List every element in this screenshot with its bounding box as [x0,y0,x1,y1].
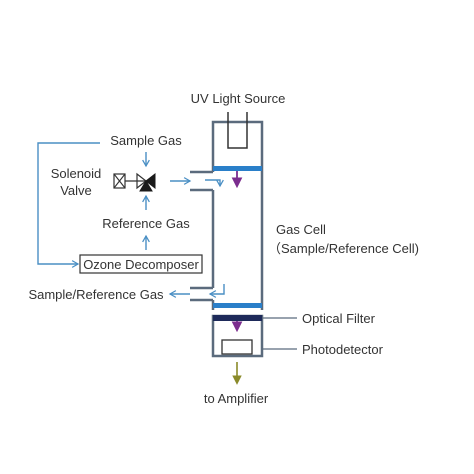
photodetector [221,339,253,355]
gas-cell: Gas Cell （Sample/Reference Cell) [211,162,419,310]
gas-outlet-port [190,284,225,302]
valve-label: Valve [60,183,92,198]
gas-supply: Sample Gas Solenoid Valve Reference Gas … [37,133,203,274]
photodetector-label: Photodetector [302,342,384,357]
to-amplifier-label: to Amplifier [204,391,269,406]
exhaust: Sample/Reference Gas [28,287,190,302]
uv-light-source: UV Light Source [191,91,286,162]
solenoid-valve-icon [113,172,156,192]
top-cell-window [213,166,262,171]
outlet-flow-arrow [208,284,225,298]
reference-gas-label: Reference Gas [102,216,190,231]
sample-gas-label: Sample Gas [110,133,182,148]
gas-inlet-port [190,170,224,192]
ozone-decomposer-label: Ozone Decomposer [83,257,199,272]
amplifier-output: to Amplifier [204,362,269,406]
bottom-cell-window [213,303,262,308]
uv-light-source-label: UV Light Source [191,91,286,106]
optical-filter-label: Optical Filter [302,311,376,326]
detector-assembly: Optical Filter Photodetector [211,311,384,358]
uv-lamp [227,112,248,149]
ozone-decomposer-box [79,254,203,274]
inlet-flow-arrow [205,179,224,188]
sample-bypass-line [37,142,100,268]
gas-cell-sublabel: （Sample/Reference Cell) [268,241,419,256]
solenoid-label: Solenoid [51,166,102,181]
gas-cell-label: Gas Cell [276,222,326,237]
uv-lamp-housing [211,120,264,162]
optical-filter [213,315,262,321]
sample-reference-gas-label: Sample/Reference Gas [28,287,164,302]
